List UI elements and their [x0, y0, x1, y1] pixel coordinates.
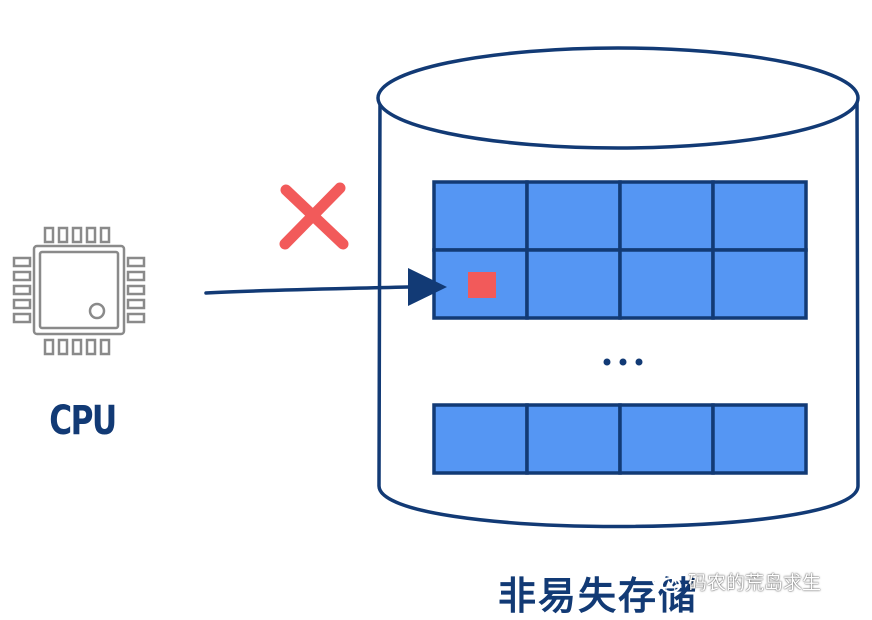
watermark: 码农的荒岛求生 [652, 568, 821, 595]
memory-cell [711, 180, 808, 252]
memory-grid [432, 180, 808, 475]
watermark-text: 码农的荒岛求生 [688, 572, 822, 594]
memory-cell [432, 403, 529, 475]
memory-cell [525, 403, 622, 475]
memory-cell [432, 180, 529, 252]
memory-cell [711, 248, 808, 320]
storage-cylinder [376, 46, 860, 529]
cylinder-body [377, 96, 860, 529]
memory-cell [525, 248, 622, 320]
memory-cell [525, 180, 622, 252]
memory-cell [618, 248, 715, 320]
memory-cell [618, 403, 715, 475]
cpu-chip-icon [12, 226, 146, 356]
cpu-label: CPU [49, 398, 117, 444]
access-arrow [204, 268, 447, 306]
memory-cell [618, 180, 715, 252]
ellipsis-dots [603, 358, 643, 366]
highlighted-byte [468, 272, 496, 298]
wechat-icon [652, 570, 681, 593]
cross-icon [279, 182, 349, 250]
cylinder-top [376, 46, 860, 150]
memory-cell [711, 403, 808, 475]
